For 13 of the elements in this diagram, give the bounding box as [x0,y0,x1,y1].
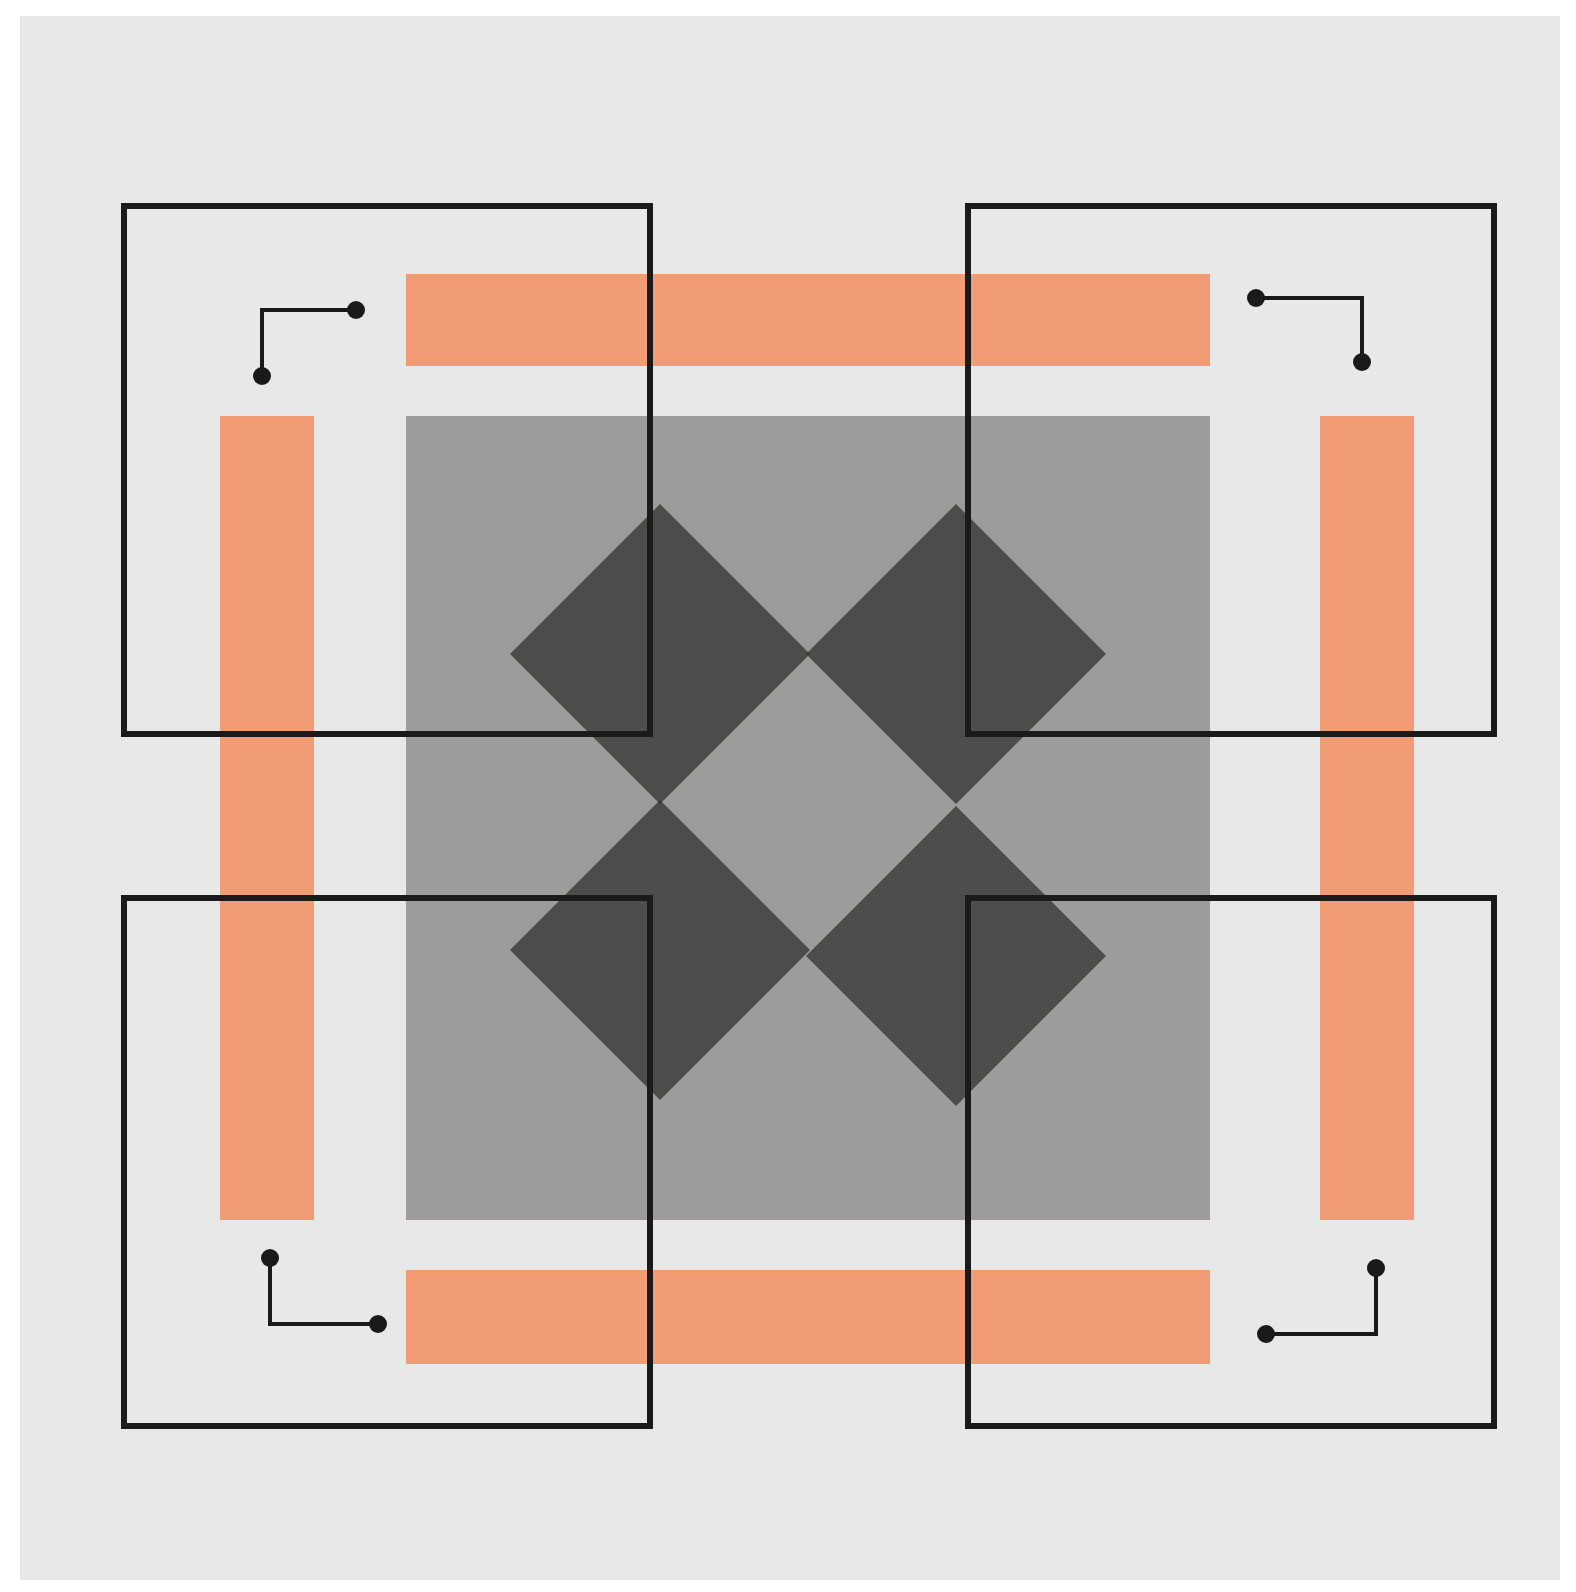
horizontal-bar [406,274,1210,366]
vertical-bar [1320,416,1414,1220]
horizontal-bar [406,1270,1210,1364]
diamond-shape [806,806,1106,1106]
outline-square [121,895,653,1429]
outline-square [121,203,653,737]
diamond-shape [510,504,810,804]
diamond-shape [510,800,810,1100]
vertical-bar [220,416,314,1220]
diamond-shape [806,504,1106,804]
outline-square [965,895,1497,1429]
central-square [406,416,1210,1220]
outline-square [965,203,1497,737]
